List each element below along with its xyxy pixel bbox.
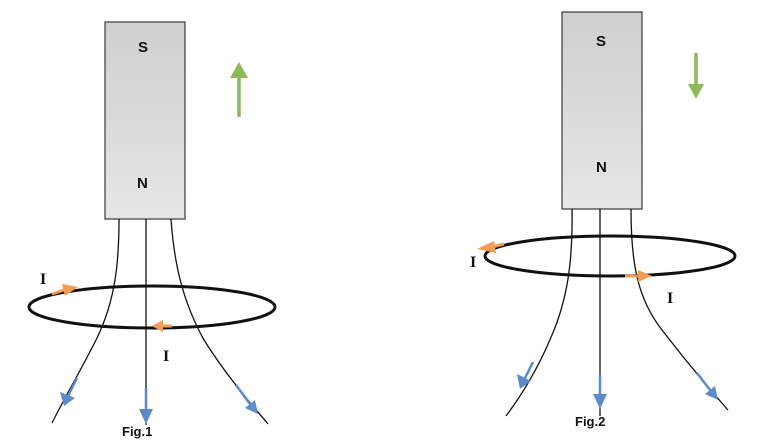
south-pole-label: S xyxy=(138,39,148,56)
current-arrow-right-icon xyxy=(625,270,652,282)
bar-magnet xyxy=(561,11,643,210)
motion-arrow-up-icon xyxy=(230,62,248,117)
field-line-left xyxy=(505,208,573,417)
coil-loop xyxy=(483,234,737,278)
arrow-down-left-icon xyxy=(517,361,535,389)
figure-2: S N xyxy=(470,11,737,429)
arrow-down-right-icon xyxy=(696,372,718,400)
current-arrow-left-icon xyxy=(152,320,172,332)
field-direction-arrows xyxy=(517,361,718,409)
arrow-down-right-icon xyxy=(234,384,258,414)
bar-magnet xyxy=(104,21,186,220)
north-pole-label: N xyxy=(137,175,148,192)
field-line-right xyxy=(170,218,269,425)
current-arrow-left-icon xyxy=(477,241,505,253)
current-label-top: I xyxy=(470,254,476,271)
coil-loop xyxy=(27,284,277,330)
arrow-down-icon xyxy=(593,375,607,409)
figure-caption: Fig.2 xyxy=(575,414,605,429)
arrow-down-icon xyxy=(139,388,153,424)
field-direction-arrows xyxy=(60,377,258,424)
figure-caption: Fig.1 xyxy=(122,424,152,439)
current-label-bottom: I xyxy=(667,290,673,307)
motion-arrow-down-icon xyxy=(688,53,704,99)
current-label-bottom: I xyxy=(163,348,169,365)
current-arrow-right-icon xyxy=(51,284,78,296)
current-label-top: I xyxy=(40,271,46,288)
south-pole-label: S xyxy=(596,33,606,50)
figure-1: S N xyxy=(27,21,277,439)
north-pole-label: N xyxy=(596,159,607,176)
arrow-down-left-icon xyxy=(60,377,79,406)
